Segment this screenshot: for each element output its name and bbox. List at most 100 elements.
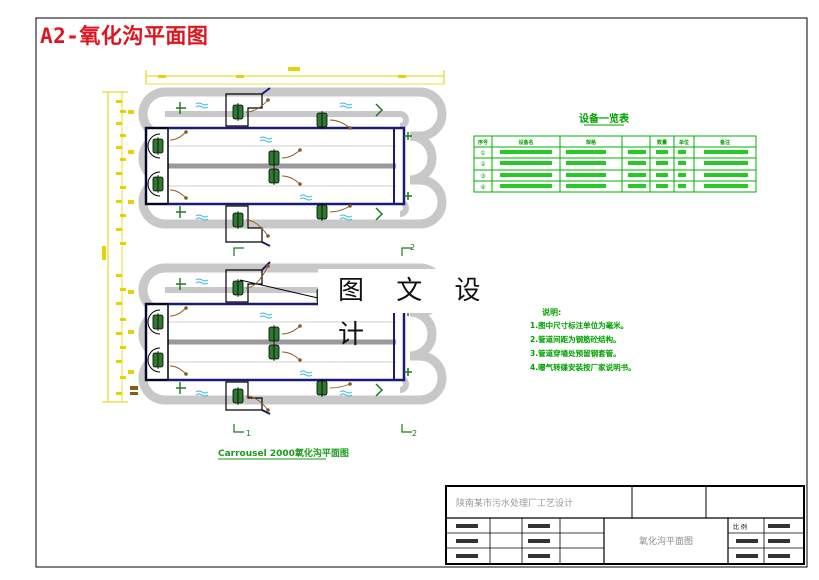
table-cell-text (678, 150, 686, 154)
table-cell-text (566, 184, 606, 188)
table-header-cell: 单位 (679, 139, 689, 146)
table-cell-text (500, 173, 552, 177)
dimension-tick (120, 110, 126, 113)
pipe-leader-dot (348, 382, 352, 386)
rotor-arc (147, 347, 161, 373)
title-block-drawing-name: 氧化沟平面图 (639, 535, 693, 547)
pipe-leader (245, 265, 269, 289)
title-block-cell-text (736, 554, 758, 558)
title-block-cell-text (736, 539, 758, 543)
table-header-cell: 序号 (477, 139, 488, 146)
dimension-tick (128, 200, 134, 204)
table-cell-text (566, 150, 606, 154)
page-title: A2-氧化沟平面图 (40, 24, 209, 48)
notes-heading: 说明: (542, 307, 561, 317)
section-mark-1-bottom: 1 (246, 429, 251, 438)
equipment-table-title: 设备一览表 (579, 112, 630, 125)
title-block-cell-text (456, 539, 478, 543)
dimension-tick (120, 288, 126, 291)
title-block-scale-label: 比 例 (733, 523, 747, 531)
left-dimension-ticks (116, 100, 134, 395)
pipe-leader (169, 365, 187, 375)
dimension-tick (128, 330, 134, 334)
flow-arrow (259, 312, 273, 319)
table-cell-text (628, 161, 646, 165)
dimension-tick (116, 100, 122, 103)
table-row-number: ③ (480, 173, 485, 180)
title-block-cell-text (528, 539, 550, 543)
table-cell-text (704, 184, 748, 188)
pipe-leader (329, 205, 351, 213)
pipe-leader-dot (348, 204, 352, 208)
pipe-leader (169, 131, 187, 141)
table-cell-text (678, 184, 686, 188)
pipe-leader (245, 99, 269, 113)
flow-arrow (299, 194, 313, 201)
note-item-4: 4.曝气转碟安装按厂家说明书。 (530, 362, 636, 372)
right-valves (375, 103, 412, 397)
section-mark-2-bottom: 2 (412, 429, 417, 438)
note-item-1: 1.图中尺寸标注单位为毫米。 (530, 320, 628, 330)
pipe-leader-dot (298, 182, 302, 186)
table-cell-text (500, 184, 552, 188)
pipe-leader (169, 307, 187, 317)
flow-arrow (339, 214, 353, 221)
aerators-group (147, 103, 328, 405)
table-row-number: ② (480, 161, 486, 168)
note-item-2: 2.管道间距为钢筋砼结构。 (530, 334, 621, 344)
flow-arrow (195, 214, 209, 221)
title-block-project: 陕南某市污水处理厂工艺设计 (456, 497, 573, 509)
dimension-tick (120, 346, 126, 349)
title-block-cell-text (768, 554, 790, 558)
table-header-cell: 规格 (586, 139, 597, 146)
table-cell-text (500, 150, 552, 154)
pipe-leader (281, 175, 301, 185)
title-block-cell-text (456, 524, 478, 528)
pipe-leader (245, 395, 269, 411)
dimension-tick (128, 110, 134, 114)
dimension-tick (116, 392, 122, 395)
table-cell-text (656, 173, 668, 177)
dimension-tick (128, 150, 134, 154)
table-cell-text (656, 150, 668, 154)
flow-arrow (339, 102, 353, 109)
table-cell-text (628, 173, 646, 177)
flow-arrow (259, 136, 273, 143)
dimension-tick (116, 228, 122, 231)
pipe-leader (281, 351, 301, 361)
dimension-tick (120, 214, 126, 217)
pipe-leader-dot (266, 98, 270, 102)
table-header-cell: 数量 (657, 139, 667, 146)
plan-caption: Carrousel 2000氧化沟平面图 (218, 447, 349, 459)
left-dimension-line (102, 91, 128, 403)
pipe-leader-dot (266, 234, 270, 238)
watermark: 图 文 设 计 (318, 269, 498, 350)
pipe-leader-dot (266, 264, 270, 268)
sheet-frame (35, 17, 808, 568)
pipe-leader-dot (266, 408, 270, 412)
pipe-leader-dot (348, 126, 352, 130)
pipe-leader (329, 119, 351, 129)
table-cell-text (704, 161, 748, 165)
table-cell-text (500, 161, 552, 165)
upper-ditch (138, 87, 447, 229)
dimension-tick (120, 376, 126, 379)
flow-valve (176, 206, 186, 218)
table-cell-text (656, 161, 668, 165)
flow-arrow (299, 370, 313, 377)
pipe-leader (169, 189, 187, 199)
table-cell-text (678, 161, 686, 165)
flow-valve (176, 278, 186, 290)
rotor-arc (147, 309, 161, 335)
section-mark-2-top: 2 (410, 243, 415, 252)
top-dimension-line (145, 67, 445, 85)
dimension-tick (116, 302, 122, 305)
rotor-arc (147, 171, 161, 197)
flow-arrow (195, 278, 209, 285)
title-block-cell-text (528, 554, 550, 558)
table-row-number: ④ (480, 184, 485, 191)
left-edge-tags (130, 386, 138, 395)
table-header-cell: 设备名 (518, 139, 533, 146)
dimension-tick (120, 186, 126, 189)
